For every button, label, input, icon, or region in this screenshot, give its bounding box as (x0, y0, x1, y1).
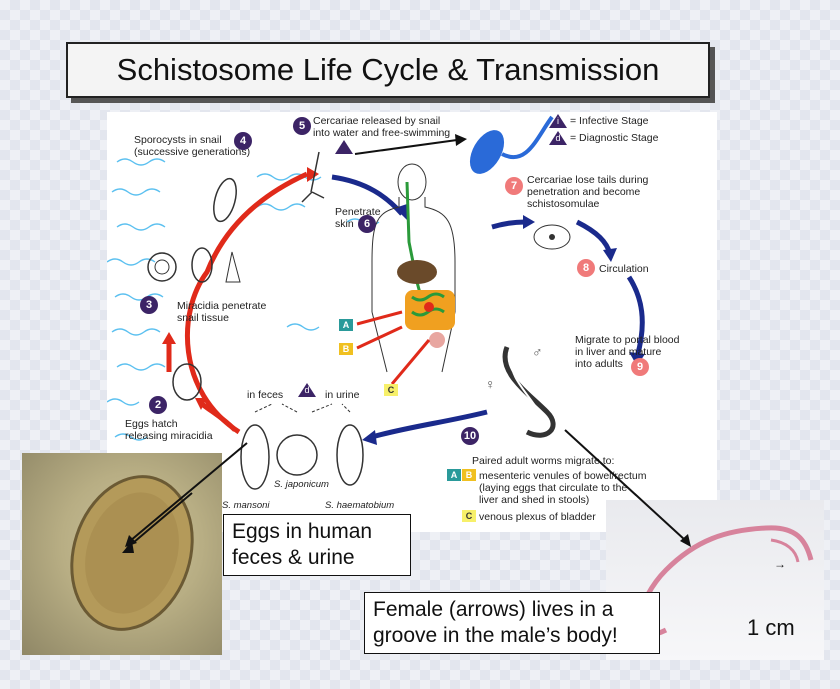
body-site-a: A (339, 319, 353, 331)
infective-stage-marker (335, 140, 353, 154)
male-symbol: ♂ (532, 344, 543, 360)
species-japonicum: S. japonicum (274, 479, 329, 490)
scale-label: 1 cm (747, 615, 795, 640)
female-symbol: ♀ (485, 376, 496, 392)
step-9-label: Migrate to portal blood in liver and mat… (575, 334, 680, 370)
eggs-caption: Eggs in human feces & urine (223, 514, 411, 576)
legend-infective: = Infective Stage (570, 115, 649, 127)
step-5-label: Cercariae released by snail into water a… (313, 115, 451, 139)
step-6-number: 6 (358, 215, 376, 233)
site-b-marker: B (462, 469, 476, 481)
body-site-b: B (339, 343, 353, 355)
slide-title: Schistosome Life Cycle & Transmission (66, 42, 710, 98)
species-mansoni: S. mansoni (222, 500, 270, 511)
step-8-label: Circulation (599, 263, 649, 275)
step-7-label: Cercariae lose tails during penetration … (527, 174, 649, 210)
diagram-artwork (107, 115, 645, 490)
step-10-number: 10 (461, 427, 479, 445)
step-9-number: 9 (631, 358, 649, 376)
site-c-label: venous plexus of bladder (479, 511, 596, 523)
svg-text:→: → (774, 557, 786, 571)
step-7-number: 7 (505, 177, 523, 195)
body-site-c: C (384, 384, 398, 396)
legend-diagnostic: = Diagnostic Stage (570, 132, 659, 144)
step-3-label: Miracidia penetrate snail tissue (177, 300, 267, 324)
human-body-outline (371, 163, 456, 373)
egg-micrograph (22, 453, 222, 655)
step-4-number: 4 (234, 132, 252, 150)
step-2-number: 2 (149, 396, 167, 414)
in-urine-label: in urine (325, 389, 360, 401)
site-c-marker: C (462, 510, 476, 522)
step-2-label: Eggs hatch releasing miracidia (125, 418, 213, 442)
step-3-number: 3 (140, 296, 158, 314)
step-10-label: Paired adult worms migrate to: (472, 455, 615, 467)
species-haematobium: S. haematobium (325, 500, 395, 511)
female-caption: Female (arrows) lives in a groove in the… (364, 592, 660, 654)
step-8-number: 8 (577, 259, 595, 277)
step-5-number: 5 (293, 117, 311, 135)
site-a-marker: A (447, 469, 461, 481)
in-feces-label: in feces (247, 389, 284, 401)
step-4-label: Sporocysts in snail (successive generati… (134, 134, 251, 158)
